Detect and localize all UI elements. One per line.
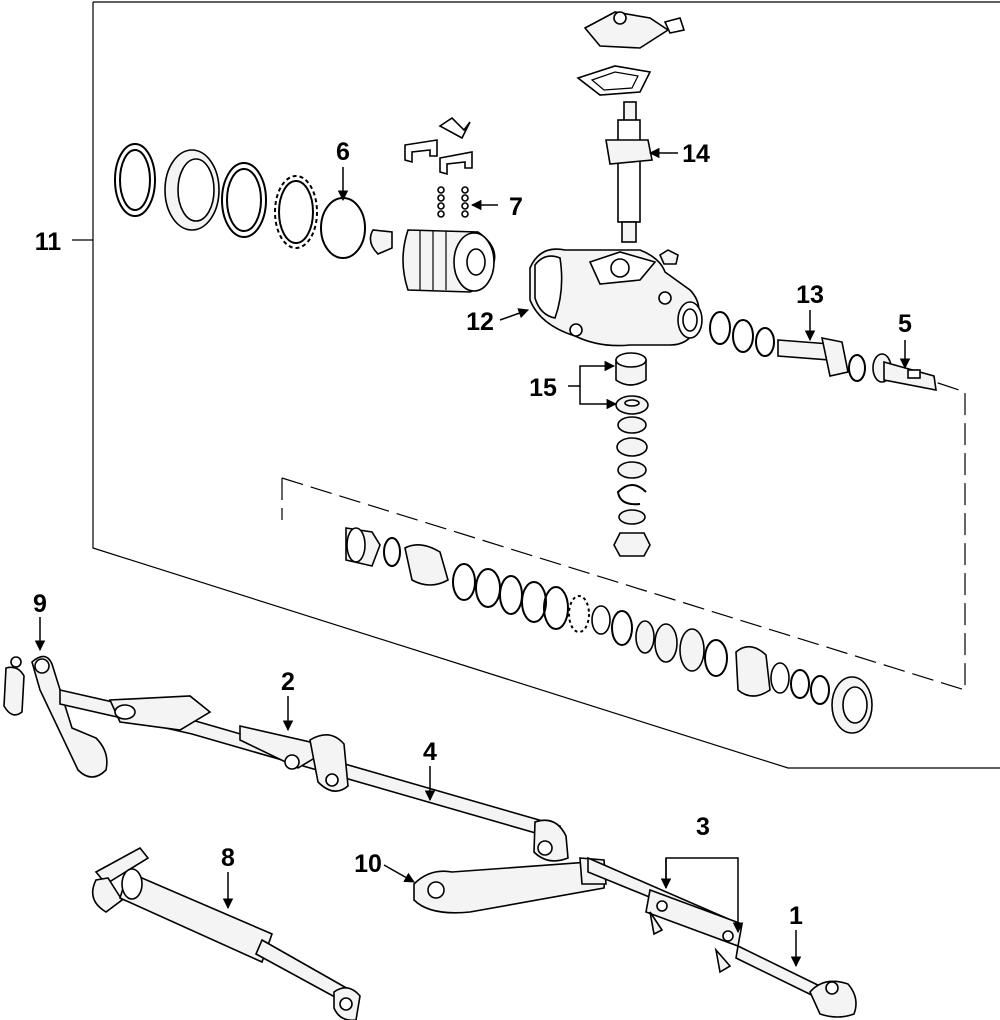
callout-3: 3 [696,813,710,841]
callout-leaders [34,147,911,968]
seal-ring-6 [320,197,366,259]
idler-arm [413,857,607,914]
rack-piston-seal-series [345,527,873,734]
worm-shaft-13 [777,336,866,382]
callout-2: 2 [281,668,295,696]
seal-ring-set [114,143,318,249]
callout-7: 7 [509,193,523,221]
relay-rod [59,688,569,862]
side-cover-assembly [576,11,686,96]
callout-1: 1 [789,902,803,930]
callout-14: 14 [682,140,710,168]
callout-13: 13 [796,281,824,309]
valve-seal-set [709,311,775,357]
callout-15: 15 [529,374,557,402]
connector-rod [239,724,349,792]
callout-6: 6 [336,138,350,166]
sector-shaft [605,101,653,243]
tie-rod-adjuster [587,856,743,974]
ball-guide-set [404,116,473,176]
gear-assembly-boundary [72,1,1000,769]
callout-labels: 6 7 14 11 12 13 5 15 9 2 4 3 10 8 1 [33,138,912,930]
adjuster-plug-5 [872,353,937,391]
outer-tie-rod-end [735,944,857,1018]
callout-8: 8 [221,844,235,872]
callout-12: 12 [466,308,494,336]
callout-11: 11 [35,228,62,256]
callout-10: 10 [354,850,382,878]
steering-gear-housing [529,248,703,347]
bearing-and-seal-stack [613,352,651,557]
callout-4: 4 [423,738,437,766]
steering-damper [91,846,361,1020]
callout-9: 9 [33,590,47,618]
pitman-arm [3,655,108,778]
callout-5: 5 [898,310,912,338]
piston-rack-nut [369,229,496,293]
recirculating-balls [437,186,469,218]
